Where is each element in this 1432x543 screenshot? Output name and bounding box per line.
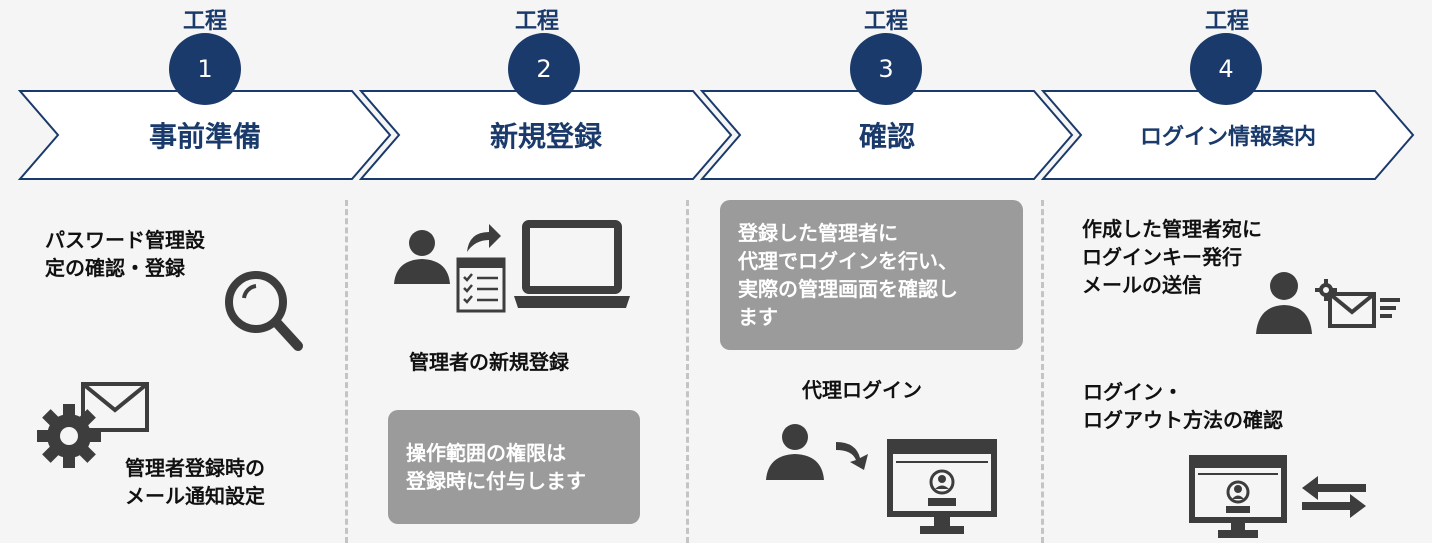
column-divider-2 (686, 200, 689, 543)
col3-note-line2: 代理でログインを行い、 (738, 249, 958, 273)
chevron-step-2 (358, 90, 733, 180)
col4-item2-line1: ログイン・ (1083, 380, 1183, 404)
step-2-label: 工程 (514, 9, 559, 34)
step-3-number-badge: 3 (850, 33, 922, 105)
gear-mail-icon (37, 382, 149, 468)
chevron-step-4 (1040, 90, 1415, 180)
chevron-step-1 (17, 90, 392, 180)
checklist-icon (456, 257, 506, 313)
person-mail-icon (1256, 272, 1400, 334)
col1-item1-line2: 定の確認・登録 (45, 256, 185, 280)
col3-note-line4: ます (738, 305, 778, 329)
step-3-label: 工程 (863, 9, 908, 34)
col4-item1-line1: 作成した管理者宛に (1082, 217, 1262, 241)
col4-item2-text: ログイン・ ログアウト方法の確認 (1083, 378, 1283, 434)
col1-item2-text: 管理者登録時の メール通知設定 (125, 454, 265, 510)
step-4-title: ログイン情報案内 (1139, 125, 1316, 150)
col2-note-line2: 登録時に付与します (406, 469, 586, 493)
col4-item2-line2: ログアウト方法の確認 (1083, 408, 1283, 432)
step-1-title: 事前準備 (148, 120, 261, 153)
col1-item2-line2: メール通知設定 (125, 484, 265, 508)
col2-note-box: 操作範囲の権限は 登録時に付与します (388, 410, 640, 524)
chevron-step-3 (699, 90, 1074, 180)
col4-item1-line2: ログインキー発行 (1082, 245, 1242, 269)
step-4-label: 工程 (1204, 9, 1249, 34)
arrow-icon (467, 224, 501, 252)
swap-arrows-icon (1302, 476, 1366, 518)
magnifier-icon (225, 271, 303, 351)
person-icon (766, 424, 824, 480)
step-4-number-badge: 4 (1190, 33, 1262, 105)
step-1-label: 工程 (182, 9, 227, 34)
monitor-user-icon (887, 439, 997, 534)
column-divider-3 (1041, 200, 1044, 543)
col1-item1-line1: パスワード管理設 (45, 228, 205, 252)
monitor-user-icon (1189, 455, 1287, 538)
col2-note-line1: 操作範囲の権限は (406, 441, 566, 465)
col3-note-line1: 登録した管理者に (738, 221, 898, 245)
column-divider-1 (345, 200, 348, 543)
laptop-icon (514, 220, 630, 308)
person-icon (394, 230, 450, 284)
col4-item1-text: 作成した管理者宛に ログインキー発行 メールの送信 (1082, 215, 1262, 299)
step-3-title: 確認 (858, 120, 915, 153)
col3-caption: 代理ログイン (802, 378, 922, 402)
col1-item2-line1: 管理者登録時の (125, 456, 265, 480)
col3-note-line3: 実際の管理画面を確認し (738, 277, 958, 301)
col2-caption: 管理者の新規登録 (409, 350, 569, 374)
col1-item1-text: パスワード管理設 定の確認・登録 (45, 226, 205, 282)
step-2-number-badge: 2 (508, 33, 580, 105)
col4-item1-line3: メールの送信 (1082, 273, 1202, 297)
col3-note-box: 登録した管理者に 代理でログインを行い、 実際の管理画面を確認し ます (720, 200, 1023, 350)
step-1-number-badge: 1 (169, 33, 241, 105)
arrow-icon (836, 442, 868, 470)
step-2-title: 新規登録 (489, 120, 602, 153)
